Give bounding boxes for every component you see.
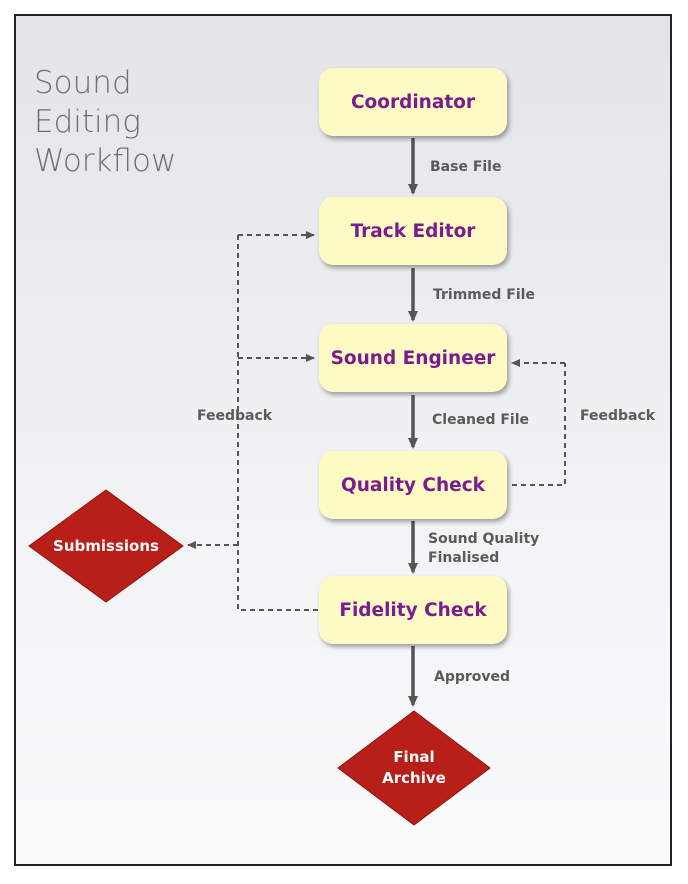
edge-label-cleaned-file: Cleaned File [432, 412, 530, 428]
edge-label-feedback-left: Feedback [197, 408, 273, 424]
diamond-shape [28, 489, 184, 603]
node-coordinator: Coordinator [319, 68, 507, 136]
title-line-1: Sound [34, 65, 132, 101]
edge-label-approved: Approved [434, 669, 511, 685]
sound-quality-line-2: Finalised [428, 550, 500, 566]
decision-final-archive: Final Archive [335, 708, 493, 828]
node-sound-engineer: Sound Engineer [319, 324, 507, 392]
node-quality-check: Quality Check [319, 451, 507, 519]
edge-label-trimmed-file: Trimmed File [433, 287, 535, 303]
node-fidelity-check: Fidelity Check [319, 576, 507, 644]
diamond-shape [337, 710, 491, 826]
sound-quality-line-1: Sound Quality [428, 531, 540, 547]
edge-label-base-file: Base File [430, 159, 502, 175]
edge-label-feedback-right: Feedback [580, 408, 656, 424]
title-line-2: Editing [34, 104, 141, 140]
decision-submissions: Submissions [26, 487, 186, 605]
title-line-3: Workflow [34, 143, 177, 179]
diagram-title: Sound Editing Workflow [34, 64, 176, 181]
slide-frame [14, 14, 672, 866]
final-archive-label: Final Archive [382, 748, 446, 787]
node-track-editor: Track Editor [319, 197, 507, 265]
submissions-label: Submissions [53, 536, 159, 555]
edge-label-sound-quality: Sound Quality Finalised [428, 530, 539, 568]
